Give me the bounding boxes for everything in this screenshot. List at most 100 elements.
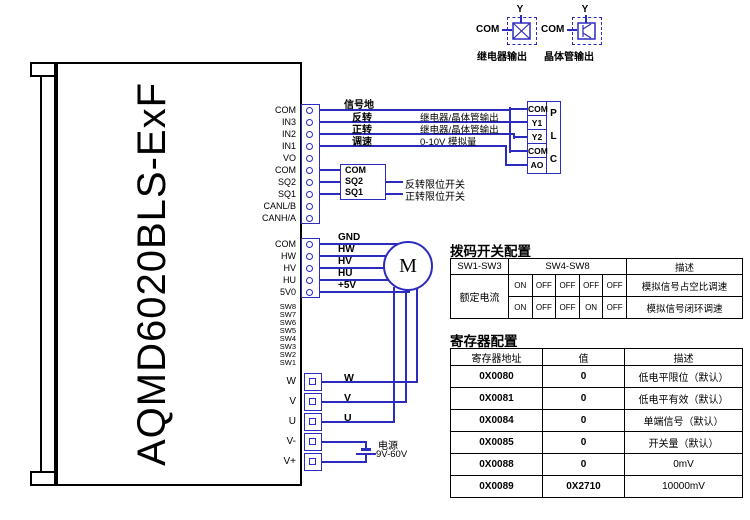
- dip-switch-label: SW1: [279, 358, 296, 367]
- dip-state: OFF: [531, 275, 556, 296]
- pin-label: HW: [281, 251, 296, 261]
- plc-pin-label: COM: [528, 146, 548, 158]
- phase-wire-label: W: [344, 372, 354, 384]
- wire-segment: [322, 421, 395, 423]
- power-terminal: [304, 433, 322, 451]
- dip-desc-cell: 模拟信号闭环调速: [626, 296, 743, 319]
- driver-body: [56, 62, 302, 486]
- wire-segment: [386, 193, 403, 195]
- pin-label: IN2: [281, 129, 296, 139]
- wire-segment: [405, 290, 407, 403]
- pin-label: CANL/B: [263, 201, 296, 211]
- wire-segment: [320, 145, 507, 147]
- terminal-pin: [306, 155, 313, 162]
- terminal-pin: [306, 203, 313, 210]
- dip-desc-cell: 模拟信号占空比调速: [626, 274, 743, 297]
- pin-label: SQ2: [277, 177, 296, 187]
- wire-segment: [322, 381, 418, 383]
- motor-circle: M: [383, 241, 433, 291]
- terminal-pin: [306, 253, 313, 260]
- power-terminal: [304, 393, 322, 411]
- hall-wire-label: +5V: [338, 280, 357, 291]
- pin-label: HU: [283, 275, 296, 285]
- wire-segment: [320, 267, 410, 269]
- motor-label: M: [399, 254, 417, 277]
- terminal-pin: [306, 107, 313, 114]
- terminal-pin: [306, 179, 313, 186]
- heatsink-flange-bottom: [30, 471, 56, 486]
- wire-segment: [365, 441, 367, 449]
- terminal-screw: [309, 438, 316, 445]
- dip-table-header: SW1-SW3: [450, 258, 509, 275]
- terminal-pin: [306, 241, 313, 248]
- reg-address: 0X0088: [450, 453, 543, 476]
- wire-segment: [320, 109, 510, 111]
- limit-pin-label: SQ2: [345, 176, 364, 186]
- transistor-dashed-box: [572, 17, 602, 45]
- reg-address: 0X0085: [450, 431, 543, 454]
- reg-desc: 10000mV: [624, 475, 743, 498]
- speed-label: 调速: [352, 137, 372, 148]
- wire-segment: [320, 133, 515, 135]
- dip-switch-label: SW5: [279, 326, 296, 335]
- phase-wire-label: V: [344, 392, 352, 404]
- dip-switch-label: SW7: [279, 310, 296, 319]
- pin-label: V-: [286, 436, 296, 447]
- relay-coil-icon: [512, 22, 531, 40]
- dip-state: OFF: [602, 297, 625, 318]
- dip-state: OFF: [578, 275, 603, 296]
- dip-switch-label: SW6: [279, 318, 296, 327]
- reg-value: 0: [542, 365, 625, 388]
- terminal-pin: [306, 277, 313, 284]
- plc-letter: C: [549, 154, 558, 165]
- signal-ground-label: 信号地: [344, 100, 374, 111]
- reg-value: 0: [542, 453, 625, 476]
- plc-pin-label: Y2: [528, 130, 546, 144]
- pin-label: VO: [282, 153, 296, 163]
- wire-segment: [320, 279, 410, 281]
- reg-table-header: 值: [542, 348, 625, 366]
- limit-reverse-label: 反转限位开关: [405, 180, 465, 191]
- hall-wire-label: HV: [338, 256, 352, 267]
- wire-segment: [322, 401, 407, 403]
- power-terminal: [304, 373, 322, 391]
- terminal-pin: [306, 265, 313, 272]
- pin-label: V: [289, 396, 296, 407]
- device-model-label: AQMD6020BLS-ExF: [129, 81, 174, 467]
- wire-segment: [509, 107, 511, 153]
- wire-segment: [509, 108, 528, 110]
- reg-table-header: 描述: [624, 348, 743, 366]
- power-terminal: [304, 413, 322, 431]
- wire-segment: [509, 150, 528, 152]
- dip-state: OFF: [602, 275, 625, 296]
- reg-value: 0: [542, 409, 625, 432]
- terminal-pin: [306, 167, 313, 174]
- power-supply-label: 电源: [378, 441, 398, 452]
- dip-switch-label: SW3: [279, 342, 296, 351]
- terminal-screw: [309, 378, 316, 385]
- dip-state: OFF: [555, 275, 579, 296]
- limit-pin-label: COM: [345, 165, 366, 175]
- pin-label: U: [288, 416, 296, 427]
- terminal-pin: [306, 215, 313, 222]
- reg-value: 0X2710: [542, 475, 625, 498]
- dip-table-header: SW4-SW8: [508, 258, 627, 275]
- wire-segment: [386, 181, 403, 183]
- terminal-screw: [309, 418, 316, 425]
- relay-com-label: COM: [476, 24, 500, 35]
- wire-segment: [320, 181, 340, 183]
- plc-letter: P: [550, 108, 557, 119]
- reg-table-header: 寄存器地址: [450, 348, 543, 366]
- pin-label: SQ1: [277, 189, 296, 199]
- dip-state: ON: [514, 281, 527, 290]
- reg-desc: 单端信号（默认）: [624, 409, 743, 432]
